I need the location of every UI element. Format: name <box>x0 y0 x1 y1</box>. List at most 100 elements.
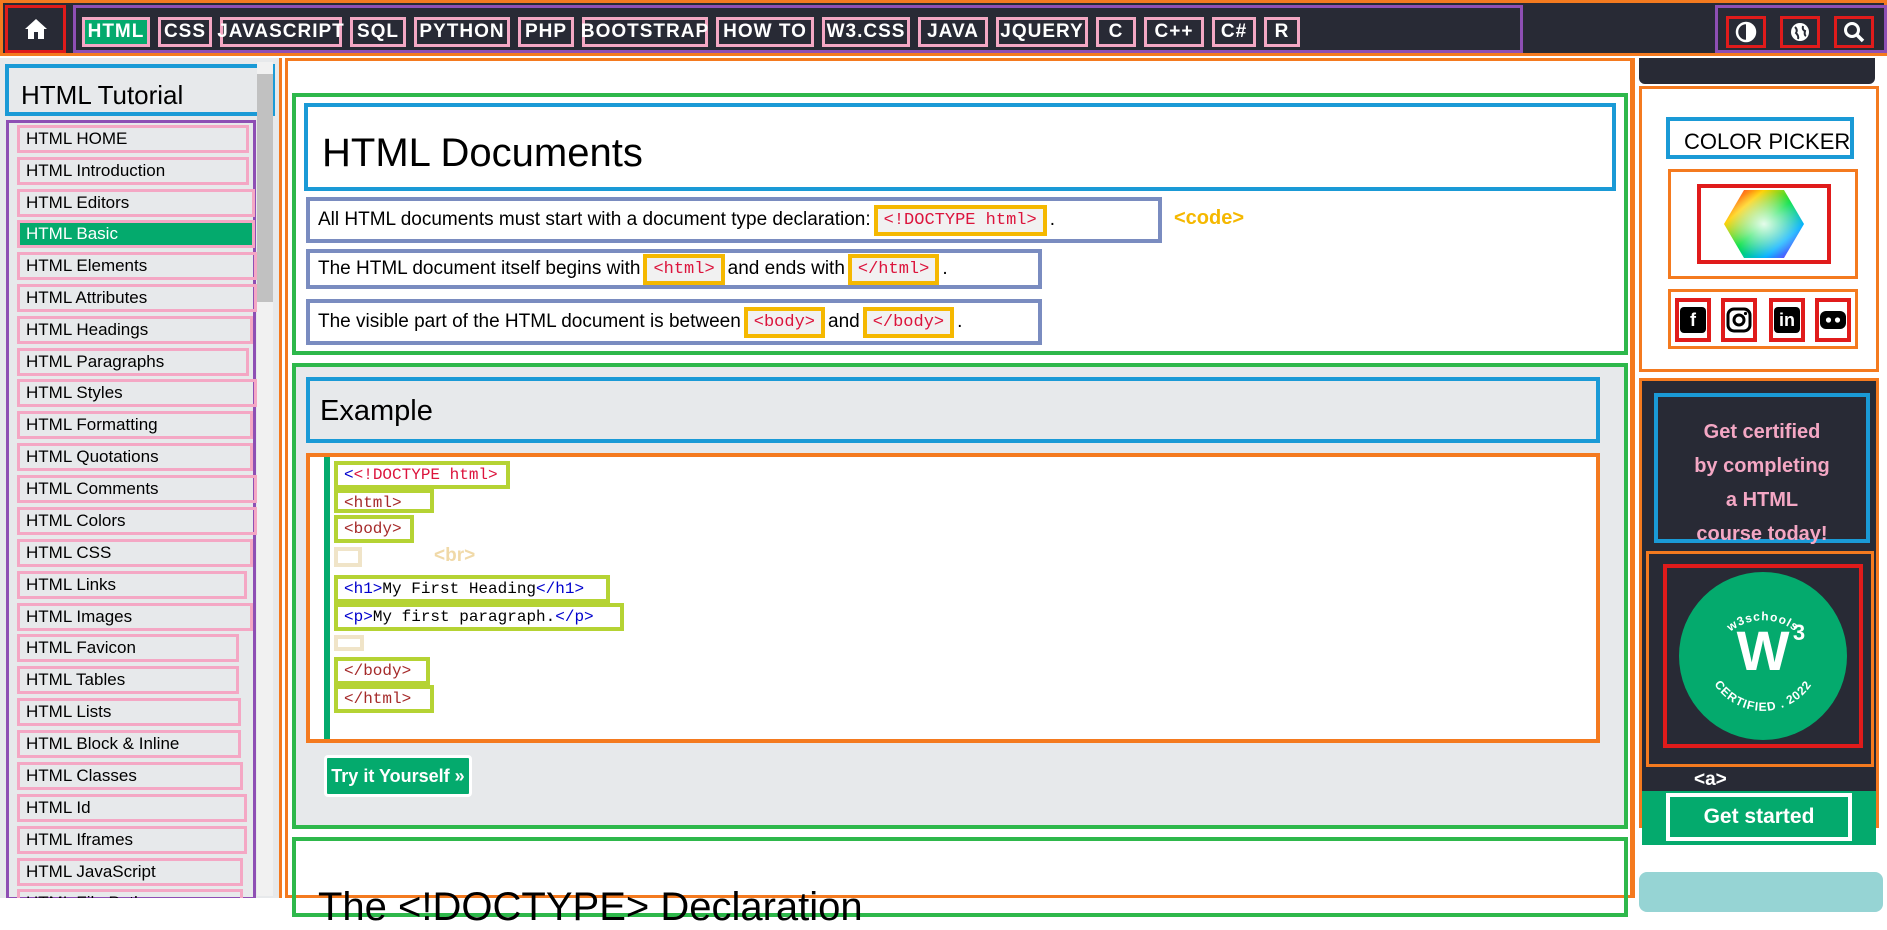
sidebar-item-elements[interactable]: HTML Elements <box>17 252 257 280</box>
section-heading: HTML Documents <box>304 103 1616 191</box>
contrast-button[interactable] <box>1726 16 1766 48</box>
badge-w-letter: W <box>1737 619 1790 682</box>
nav-csharp[interactable]: C# <box>1212 17 1256 47</box>
left-sidebar: HTML Tutorial HTML HOME HTML Introductio… <box>0 58 282 898</box>
nav-cpp[interactable]: C++ <box>1144 17 1204 47</box>
code-token: </h1> <box>536 580 585 598</box>
sidebar-item-formatting[interactable]: HTML Formatting <box>17 411 253 439</box>
sidebar-item-images[interactable]: HTML Images <box>17 603 253 631</box>
nav-how-to[interactable]: HOW TO <box>716 17 814 47</box>
section-heading: The <!DOCTYPE> Declaration <box>318 885 863 929</box>
facebook-icon: f <box>1680 307 1706 333</box>
sidebar-item-iframes[interactable]: HTML Iframes <box>17 826 247 854</box>
sidebar-item-file-paths[interactable]: HTML File Paths <box>17 889 243 898</box>
sidebar-item-comments[interactable]: HTML Comments <box>17 475 257 503</box>
main-content: HTML Documents All HTML documents must s… <box>285 58 1633 929</box>
nav-css[interactable]: CSS <box>158 17 212 47</box>
sidebar-item-quotations[interactable]: HTML Quotations <box>17 443 253 471</box>
sidebar-item-css[interactable]: HTML CSS <box>17 539 253 567</box>
get-started-button[interactable]: Get started <box>1666 793 1852 841</box>
color-hexagon-image[interactable] <box>1697 184 1831 264</box>
nav-bootstrap[interactable]: BOOTSTRAP <box>581 17 708 47</box>
cert-line: course today! <box>1696 523 1828 545</box>
cert-line: by completing <box>1694 455 1830 477</box>
nav-python[interactable]: PYTHON <box>414 17 510 47</box>
language-button[interactable] <box>1780 16 1820 48</box>
social-links: f in <box>1668 289 1858 349</box>
certificate-badge-frame[interactable]: w3schools W 3 CERTIFIED . 2022 <box>1663 564 1863 748</box>
paragraph-text: The visible part of the HTML document is… <box>318 311 741 332</box>
sidebar-item-links[interactable]: HTML Links <box>17 571 247 599</box>
html-documents-section: HTML Documents All HTML documents must s… <box>292 93 1628 355</box>
sidebar-item-tables[interactable]: HTML Tables <box>17 666 239 694</box>
nav-r[interactable]: R <box>1264 17 1300 47</box>
sidebar-item-basic[interactable]: HTML Basic <box>17 220 255 248</box>
nav-jquery[interactable]: JQUERY <box>996 17 1088 47</box>
try-it-yourself-button[interactable]: Try it Yourself » <box>324 755 472 797</box>
code-line-doctype: <<!DOCTYPE html> <box>334 461 510 489</box>
nav-php[interactable]: PHP <box>518 17 574 47</box>
sidebar-item-classes[interactable]: HTML Classes <box>17 762 243 790</box>
home-button[interactable] <box>5 5 66 53</box>
example-panel: Example <<!DOCTYPE html> <html> <body> <… <box>292 363 1628 829</box>
nav-sql[interactable]: SQL <box>350 17 406 47</box>
inline-code-body-close: </body> <box>862 306 955 338</box>
cert-line: Get certified <box>1703 421 1821 443</box>
sidebar-scrollbar-thumb[interactable] <box>257 74 273 302</box>
instagram-link[interactable] <box>1721 298 1757 342</box>
code-line-body-open: <body> <box>334 515 414 543</box>
inline-code-html-open: <html> <box>643 253 725 285</box>
top-navigation-bar: HTML CSS JAVASCRIPT SQL PYTHON PHP BOOTS… <box>0 0 1887 56</box>
code-token: <body> <box>344 520 402 538</box>
sidebar-item-home[interactable]: HTML HOME <box>17 125 249 153</box>
nav-javascript[interactable]: JAVASCRIPT <box>217 17 344 47</box>
sidebar-item-lists[interactable]: HTML Lists <box>17 698 241 726</box>
sidebar-item-colors[interactable]: HTML Colors <box>17 507 257 535</box>
w3schools-certified-badge-icon: w3schools W 3 CERTIFIED . 2022 <box>1679 572 1847 740</box>
paragraph-end: . <box>1049 209 1055 230</box>
sidebar-item-id[interactable]: HTML Id <box>17 794 247 822</box>
code-token: < <box>344 466 354 484</box>
contrast-icon <box>1735 21 1757 43</box>
sidebar-item-headings[interactable]: HTML Headings <box>17 316 253 344</box>
inline-code-doctype: <!DOCTYPE html> <box>873 204 1047 236</box>
color-picker-title[interactable]: COLOR PICKER <box>1666 117 1854 159</box>
discord-icon <box>1820 311 1846 329</box>
sidebar-item-paragraphs[interactable]: HTML Paragraphs <box>17 348 249 376</box>
certification-text: Get certified by completing a HTML cours… <box>1654 393 1870 545</box>
search-button[interactable] <box>1834 16 1874 48</box>
sidebar-item-block-inline[interactable]: HTML Block & Inline <box>17 730 241 758</box>
nav-w3css[interactable]: W3.CSS <box>822 17 910 47</box>
code-token: <!DOCTYPE html> <box>353 466 498 484</box>
nav-java[interactable]: JAVA <box>918 17 988 47</box>
sidebar-item-attributes[interactable]: HTML Attributes <box>17 284 257 312</box>
paragraph-doctype: All HTML documents must start with a doc… <box>306 197 1162 243</box>
code-line-p: <p>My first paragraph.</p> <box>334 603 624 631</box>
linkedin-link[interactable]: in <box>1769 298 1805 342</box>
color-picker-link[interactable] <box>1668 169 1858 279</box>
sidebar-item-favicon[interactable]: HTML Favicon <box>17 634 239 662</box>
code-tag-label: <code> <box>1174 207 1245 229</box>
code-token: <html> <box>344 494 402 512</box>
sidebar-item-styles[interactable]: HTML Styles <box>17 379 257 407</box>
discord-link[interactable] <box>1815 298 1851 342</box>
nav-html[interactable]: HTML <box>82 17 150 47</box>
code-token: My first paragraph. <box>372 608 556 626</box>
sidebar-menu: HTML HOME HTML Introduction HTML Editors… <box>6 120 257 898</box>
right-sidebar: COLOR PICKER <box>1632 58 1887 912</box>
code-accent-bar <box>324 457 330 739</box>
sidebar-item-introduction[interactable]: HTML Introduction <box>17 157 249 185</box>
search-icon <box>1844 22 1865 43</box>
certificate-badge-link[interactable]: w3schools W 3 CERTIFIED . 2022 <box>1646 551 1874 767</box>
code-token: </p> <box>555 608 594 626</box>
facebook-link[interactable]: f <box>1675 298 1711 342</box>
code-line-body-close: </body> <box>334 657 430 685</box>
code-token: My First Heading <box>382 580 537 598</box>
sidebar-item-editors[interactable]: HTML Editors <box>17 189 255 217</box>
next-ad-card <box>1639 872 1883 912</box>
paragraph-end: . <box>942 258 948 279</box>
code-line-blank <box>334 635 364 651</box>
sidebar-item-javascript[interactable]: HTML JavaScript <box>17 858 243 886</box>
nav-c[interactable]: C <box>1096 17 1136 47</box>
color-picker-widget: COLOR PICKER <box>1639 86 1879 372</box>
